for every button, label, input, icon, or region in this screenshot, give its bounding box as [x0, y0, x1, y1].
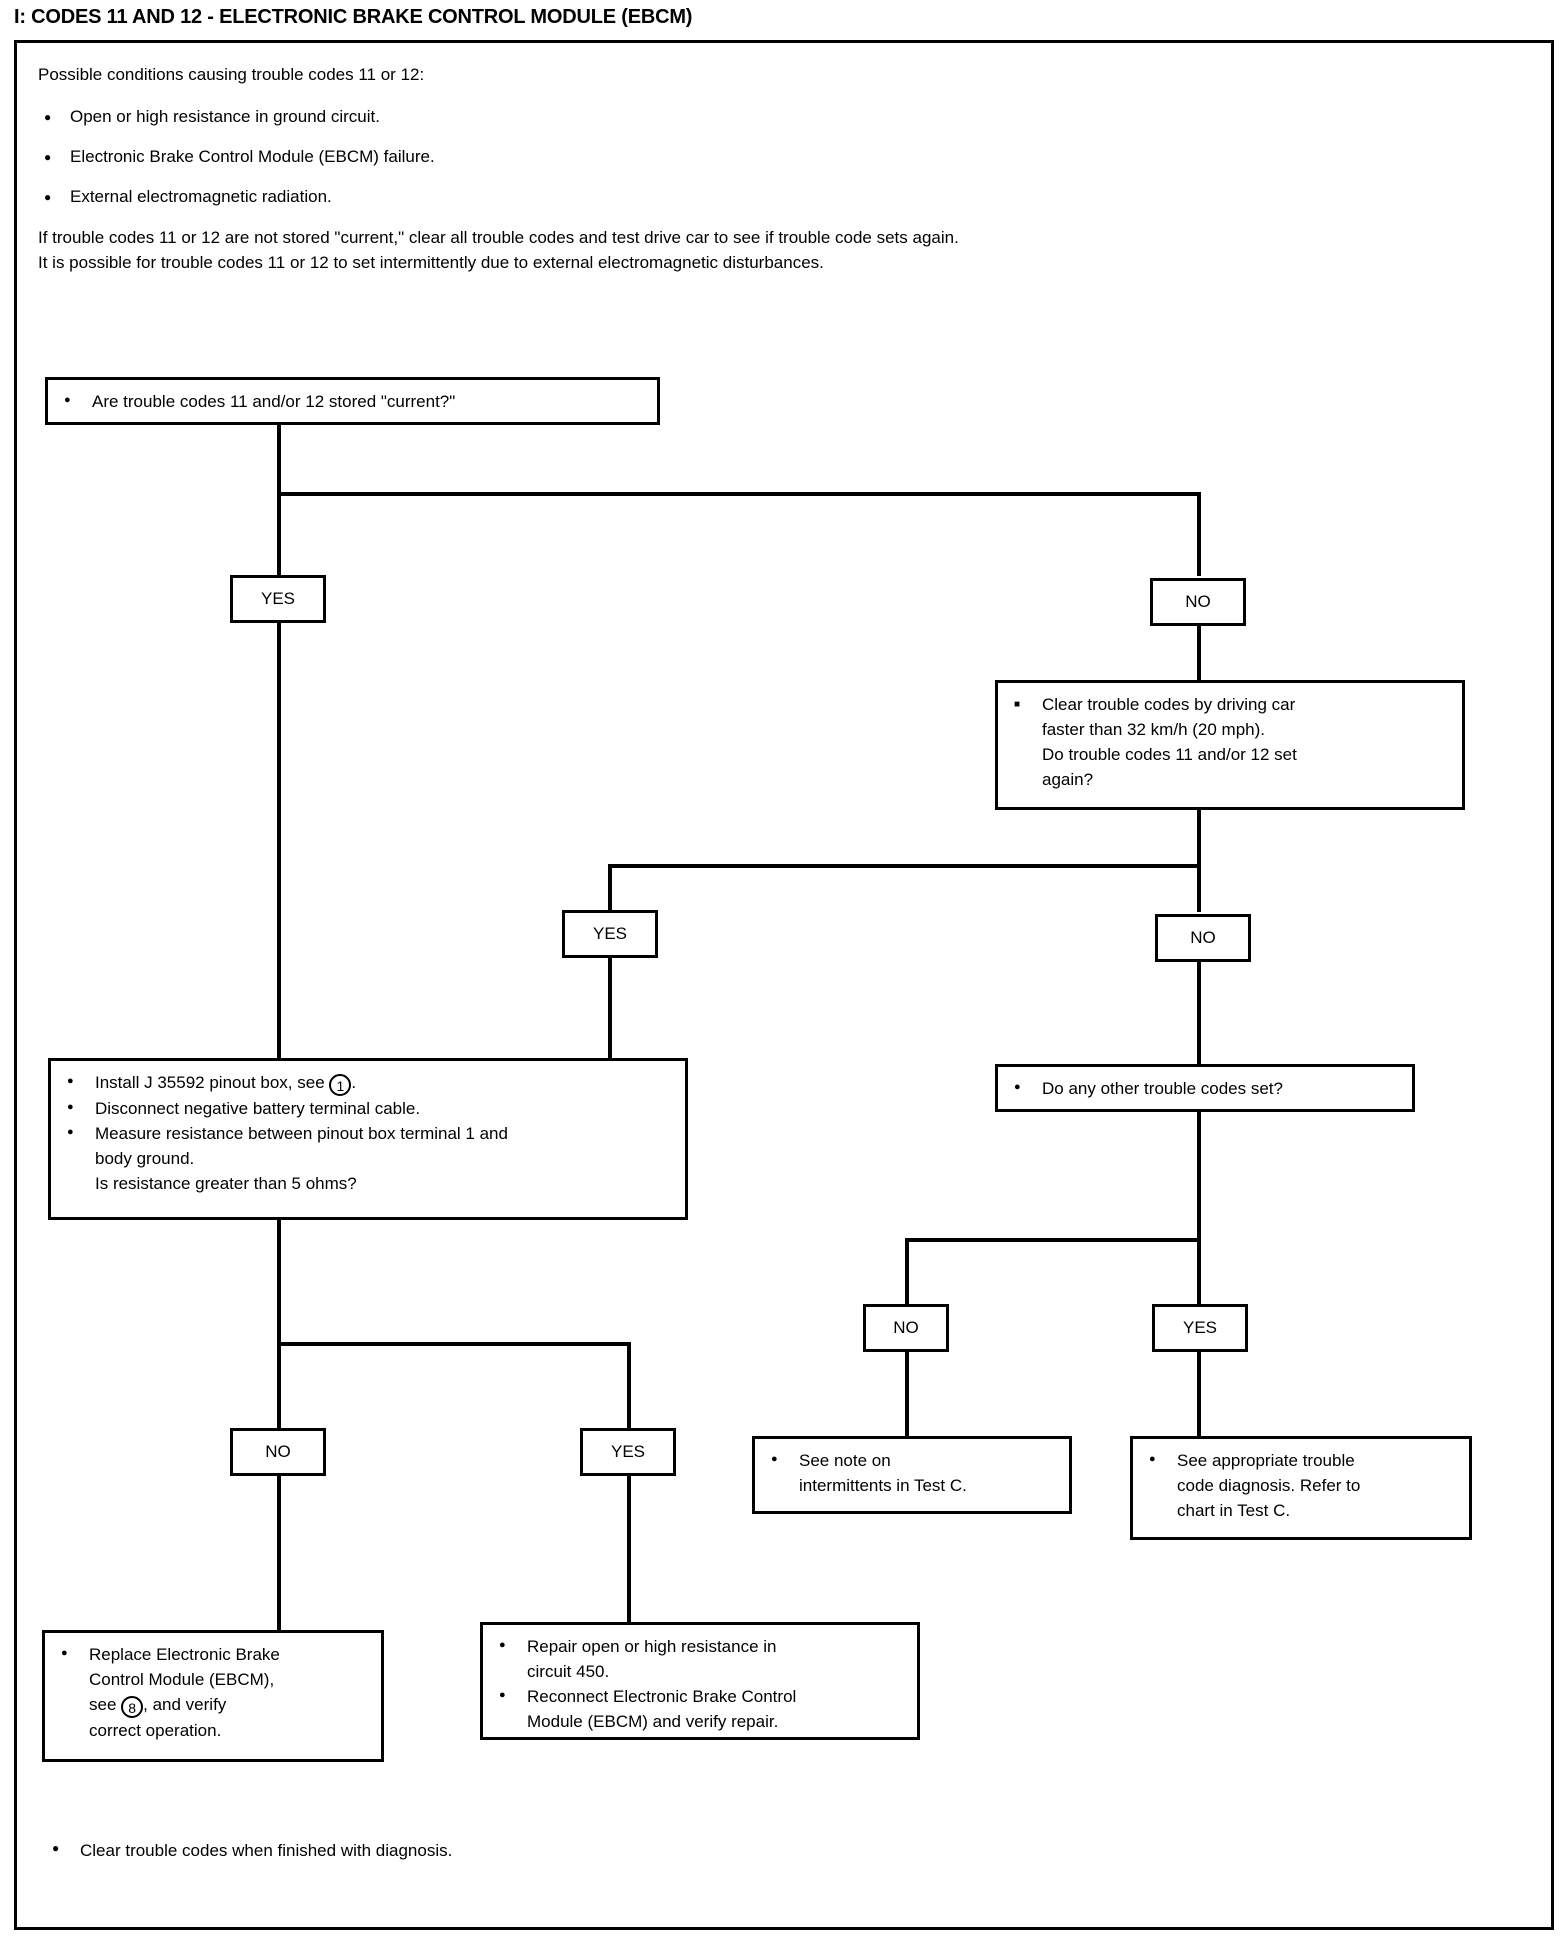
question-box-other-codes[interactable]: Do any other trouble codes set?: [995, 1064, 1415, 1112]
connector-clearcodes-down: [1197, 810, 1201, 868]
connector-clearcodes-to-yes: [608, 864, 612, 912]
action-box-trouble-code-diagnosis[interactable]: See appropriate trouble code diagnosis. …: [1130, 1436, 1472, 1540]
answer-yes-q2[interactable]: YES: [562, 910, 658, 958]
intro-heading: Possible conditions causing trouble code…: [38, 65, 425, 84]
connector-yes-pinout-down: [627, 1476, 631, 1626]
footer-note: Clear trouble codes when finished with d…: [48, 1841, 452, 1861]
trouble-code-diag-line-2: code diagnosis. Refer to: [1177, 1476, 1361, 1495]
trouble-code-diag-line-1: See appropriate trouble: [1177, 1451, 1355, 1470]
connector-yes-q3-down: [1197, 1352, 1201, 1442]
reference-circle-1-icon: 1: [329, 1074, 352, 1096]
pinout-item-1: Install J 35592 pinout box, see 1.: [63, 1069, 673, 1096]
pinout-item-3: Measure resistance between pinout box te…: [63, 1120, 673, 1196]
action-box-repair-circuit[interactable]: Repair open or high resistance in circui…: [480, 1622, 920, 1740]
clear-codes-line-4: again?: [1042, 770, 1094, 789]
repair-item-1: Repair open or high resistance in circui…: [495, 1633, 905, 1684]
replace-ebcm-line-4: correct operation.: [89, 1721, 222, 1740]
question-box-other-codes-text: Do any other trouble codes set?: [1010, 1075, 1400, 1101]
intermittents-line-1: See note on: [799, 1451, 891, 1470]
answer-yes-q1[interactable]: YES: [230, 575, 326, 623]
answer-yes-q3[interactable]: YES: [1152, 1304, 1248, 1352]
intro-bullet-1: Open or high resistance in ground circui…: [38, 107, 380, 127]
connector-q1-to-no: [1197, 492, 1201, 576]
connector-no-q3-down: [905, 1352, 909, 1442]
connector-q1-split: [277, 492, 1201, 496]
pinout-measure-line-2: body ground.: [95, 1149, 195, 1168]
connector-no-pinout-down: [277, 1476, 281, 1634]
connector-pinout-down: [277, 1220, 281, 1346]
connector-q1-down: [277, 425, 281, 495]
connector-q1-to-yes: [277, 492, 281, 576]
repair-line-1: Repair open or high resistance in: [527, 1637, 777, 1656]
action-box-clear-codes-item: Clear trouble codes by driving car faste…: [1010, 692, 1450, 792]
pinout-install-text: Install J 35592 pinout box, see: [95, 1073, 330, 1092]
pinout-item-2: Disconnect negative battery terminal cab…: [63, 1095, 673, 1121]
connector-othercodes-to-yes: [1197, 1238, 1201, 1306]
repair-line-2: circuit 450.: [527, 1662, 610, 1681]
repair-line-4: Module (EBCM) and verify repair.: [527, 1712, 779, 1731]
clear-codes-line-2: faster than 32 km/h (20 mph).: [1042, 720, 1265, 739]
clear-codes-line-3: Do trouble codes 11 and/or 12 set: [1042, 745, 1297, 764]
connector-no-q2-down: [1197, 962, 1201, 1066]
replace-ebcm-line-2: Control Module (EBCM),: [89, 1670, 275, 1689]
reference-circle-8-icon: 8: [121, 1696, 144, 1718]
pinout-measure-line-1: Measure resistance between pinout box te…: [95, 1124, 508, 1143]
action-box-intermittents[interactable]: See note on intermittents in Test C.: [752, 1436, 1072, 1514]
page-title: I: CODES 11 AND 12 - ELECTRONIC BRAKE CO…: [14, 6, 693, 28]
intro-paragraph-line-1: If trouble codes 11 or 12 are not stored…: [38, 228, 959, 247]
answer-no-pinout[interactable]: NO: [230, 1428, 326, 1476]
intro-paragraph-line-2: It is possible for trouble codes 11 or 1…: [38, 253, 824, 272]
question-box-codes-stored[interactable]: Are trouble codes 11 and/or 12 stored "c…: [45, 377, 660, 425]
trouble-code-diag-line-3: chart in Test C.: [1177, 1501, 1291, 1520]
intermittents-line-2: intermittents in Test C.: [799, 1476, 967, 1495]
connector-othercodes-split: [905, 1238, 1201, 1242]
connector-pinout-to-yes: [627, 1342, 631, 1430]
pinout-install-period: .: [351, 1073, 357, 1092]
connector-no-q1-down: [1197, 626, 1201, 682]
trouble-code-diag-item: See appropriate trouble code diagnosis. …: [1145, 1447, 1457, 1523]
repair-item-2: Reconnect Electronic Brake Control Modul…: [495, 1683, 905, 1734]
action-box-replace-ebcm[interactable]: Replace Electronic Brake Control Module …: [42, 1630, 384, 1762]
question-box-codes-stored-text: Are trouble codes 11 and/or 12 stored "c…: [60, 388, 645, 414]
answer-yes-pinout[interactable]: YES: [580, 1428, 676, 1476]
connector-pinout-to-no: [277, 1342, 281, 1430]
replace-ebcm-line-3: see 8, and verify: [89, 1692, 369, 1718]
replace-ebcm-line-1: Replace Electronic Brake: [89, 1645, 280, 1664]
intermittents-item: See note on intermittents in Test C.: [767, 1447, 1057, 1498]
connector-yes-q1-down: [277, 623, 281, 1060]
action-box-clear-codes[interactable]: Clear trouble codes by driving car faste…: [995, 680, 1465, 810]
replace-ebcm-item: Replace Electronic Brake Control Module …: [57, 1641, 369, 1743]
connector-othercodes-down: [1197, 1112, 1201, 1242]
intro-bullet-2: Electronic Brake Control Module (EBCM) f…: [38, 147, 435, 167]
chart-border: [14, 40, 1554, 1930]
pinout-measure-line-3: Is resistance greater than 5 ohms?: [95, 1174, 357, 1193]
connector-othercodes-to-no: [905, 1238, 909, 1306]
answer-no-q1[interactable]: NO: [1150, 578, 1246, 626]
connector-yes-q2-down: [608, 958, 612, 1060]
replace-ebcm-verify-text: , and verify: [143, 1695, 227, 1714]
repair-line-3: Reconnect Electronic Brake Control: [527, 1687, 797, 1706]
answer-no-q2[interactable]: NO: [1155, 914, 1251, 962]
connector-clearcodes-to-no: [1197, 864, 1201, 912]
connector-pinout-split: [277, 1342, 631, 1346]
intro-bullet-3: External electromagnetic radiation.: [38, 187, 332, 207]
replace-ebcm-see-text: see: [89, 1695, 122, 1714]
connector-clearcodes-split: [608, 864, 1201, 868]
action-box-pinout-measure[interactable]: Install J 35592 pinout box, see 1. Disco…: [48, 1058, 688, 1220]
clear-codes-line-1: Clear trouble codes by driving car: [1042, 695, 1296, 714]
answer-no-q3[interactable]: NO: [863, 1304, 949, 1352]
